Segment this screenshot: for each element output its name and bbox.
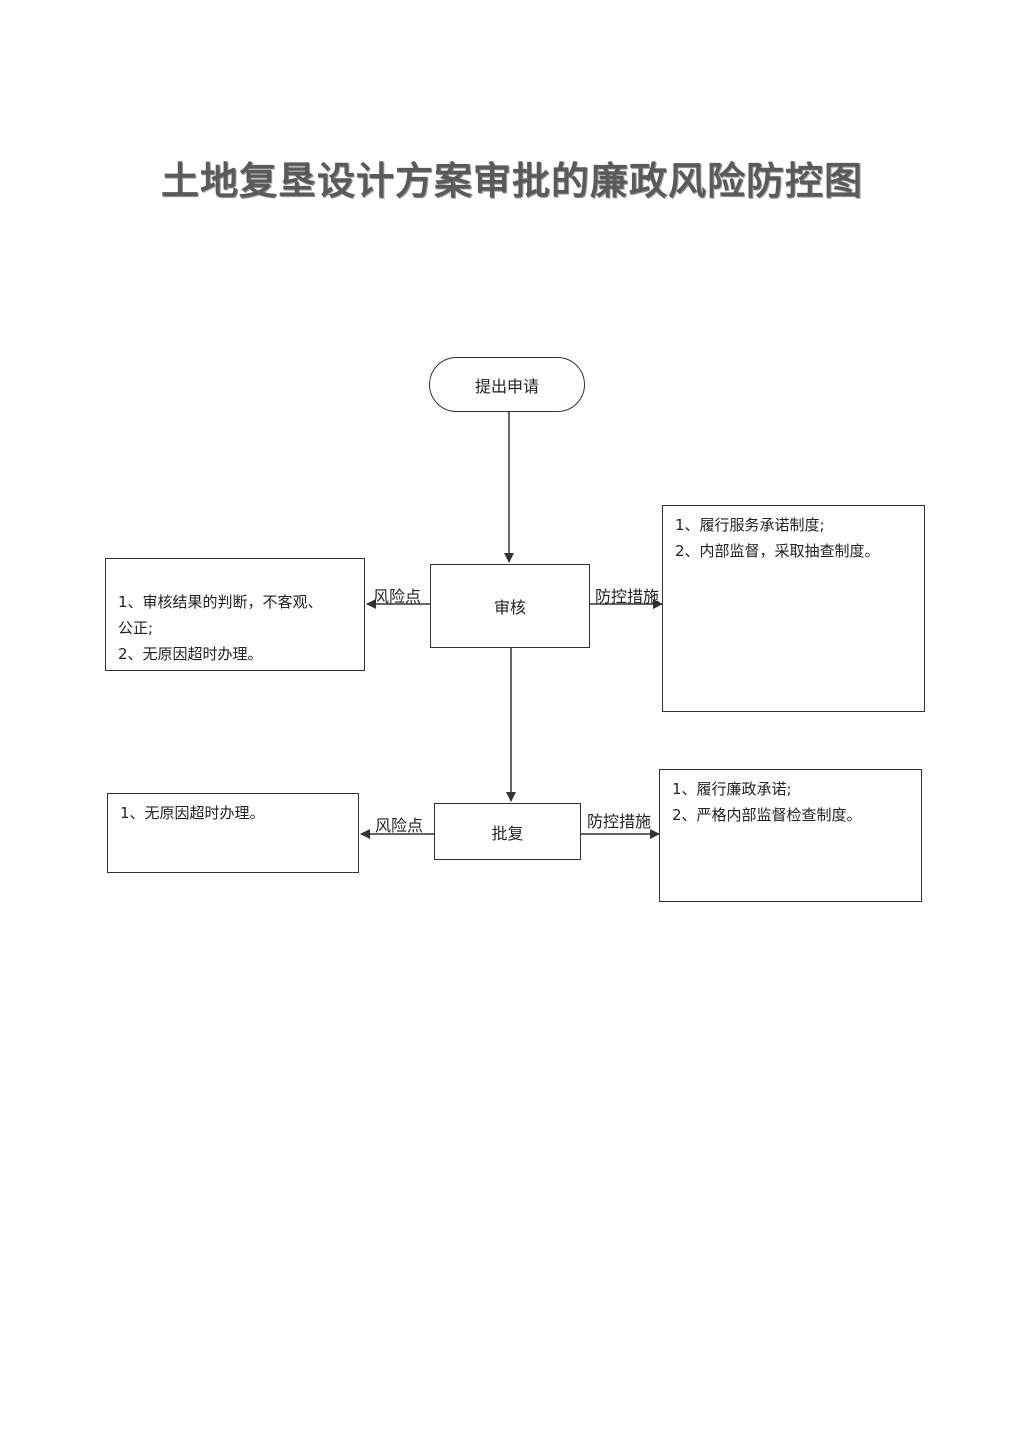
approval-control-line-2: 2、严格内部监督检查制度。 xyxy=(672,806,862,824)
review-risk-line-1: 1、审核结果的判断，不客观、 xyxy=(118,593,323,611)
approval-risk-line-1: 1、无原因超时办理。 xyxy=(120,804,265,822)
approval-node-label: 批复 xyxy=(491,823,524,843)
review-risk-label: 风险点 xyxy=(373,587,422,606)
review-control-line-1: 1、履行服务承诺制度; xyxy=(675,516,825,534)
approval-control-line-1: 1、履行廉政承诺; xyxy=(672,780,792,798)
review-control-label: 防控措施 xyxy=(595,587,660,606)
start-node: 提出申请 xyxy=(429,357,585,412)
review-control-box: 1、履行服务承诺制度; 2、内部监督，采取抽查制度。 xyxy=(662,505,925,712)
review-risk-box: 1、审核结果的判断，不客观、 公正; 2、无原因超时办理。 xyxy=(105,558,365,671)
approval-control-label: 防控措施 xyxy=(587,812,652,831)
review-control-line-2: 2、内部监督，采取抽查制度。 xyxy=(675,542,880,560)
review-node-label: 审核 xyxy=(493,598,526,617)
review-risk-line-2: 公正; xyxy=(118,619,154,637)
page-title: 土地复垦设计方案审批的廉政风险防控图 xyxy=(160,158,863,203)
approval-control-box: 1、履行廉政承诺; 2、严格内部监督检查制度。 xyxy=(659,769,922,902)
approval-risk-box: 1、无原因超时办理。 xyxy=(107,793,359,873)
start-node-label: 提出申请 xyxy=(474,376,539,396)
review-node: 审核 xyxy=(430,564,590,648)
approval-risk-label: 风险点 xyxy=(375,816,424,835)
review-risk-line-3: 2、无原因超时办理。 xyxy=(118,645,263,663)
approval-node: 批复 xyxy=(434,803,581,860)
